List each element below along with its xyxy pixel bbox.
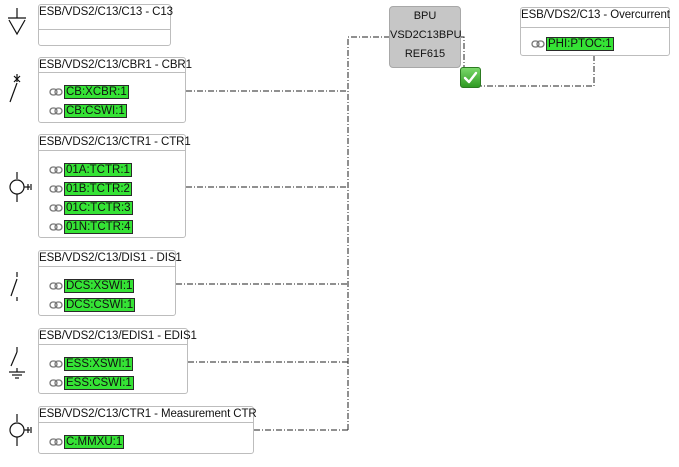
divider xyxy=(39,344,187,345)
ln-tag: CB:CSWI:1 xyxy=(64,103,127,118)
link-icon xyxy=(49,281,63,290)
link-icon xyxy=(49,437,63,446)
link-icon xyxy=(49,378,63,387)
node-title: ESB/VDS2/C13/C13 - C13 xyxy=(39,6,173,18)
checkmark-icon[interactable] xyxy=(460,67,481,88)
link-icon xyxy=(49,222,63,231)
ln-reference[interactable]: DCS:XSWI:1 xyxy=(49,278,135,293)
node-c13[interactable]: ESB/VDS2/C13/C13 - C13 xyxy=(38,4,173,46)
disconnector-icon xyxy=(10,272,18,301)
device-name: VSD2C13BPU xyxy=(390,29,462,41)
checkmark-glyph xyxy=(463,71,478,84)
divider xyxy=(39,422,253,423)
ln-reference[interactable]: CB:XCBR:1 xyxy=(49,84,129,99)
node-measurement-ctr[interactable]: ESB/VDS2/C13/CTR1 - Measurement CTR C:MM… xyxy=(38,406,257,454)
link-icon xyxy=(49,359,63,368)
ln-tag: ESS:CSWI:1 xyxy=(64,375,134,390)
device-model: REF615 xyxy=(404,48,446,60)
ln-tag: 01A:TCTR:1 xyxy=(64,162,132,177)
ln-reference[interactable]: 01C:TCTR:3 xyxy=(49,200,133,215)
ln-tag: PHI:PTOC:1 xyxy=(546,36,614,51)
node-title: ESB/VDS2/C13/EDIS1 - EDIS1 xyxy=(39,330,197,342)
ln-tag: DCS:CSWI:1 xyxy=(64,297,136,312)
bpu-device[interactable]: BPU VSD2C13BPU REF615 xyxy=(389,6,462,68)
ln-reference[interactable]: ESS:CSWI:1 xyxy=(49,375,134,390)
ln-tag: 01N:TCTR:4 xyxy=(64,219,133,234)
divider xyxy=(39,150,185,151)
link-icon xyxy=(49,87,63,96)
divider xyxy=(39,72,185,73)
ln-tag: ESS:XSWI:1 xyxy=(64,356,134,371)
divider xyxy=(39,29,170,30)
node-edis1[interactable]: ESB/VDS2/C13/EDIS1 - EDIS1 ESS:XSWI:1 ES… xyxy=(38,328,197,394)
ln-reference[interactable]: DCS:CSWI:1 xyxy=(49,297,136,312)
ln-tag: 01B:TCTR:2 xyxy=(64,181,132,196)
ln-reference[interactable]: 01A:TCTR:1 xyxy=(49,162,132,177)
ln-tag: C:MMXU:1 xyxy=(64,434,125,449)
ln-reference[interactable]: PHI:PTOC:1 xyxy=(531,36,614,51)
device-type: BPU xyxy=(413,10,437,22)
link-icon xyxy=(531,39,545,48)
node-title: ESB/VDS2/C13/CTR1 - CTR1 xyxy=(39,136,191,148)
ln-tag: 01C:TCTR:3 xyxy=(64,200,133,215)
link-icon xyxy=(49,106,63,115)
measurement-ct-icon xyxy=(9,414,32,446)
ln-reference[interactable]: ESS:XSWI:1 xyxy=(49,356,134,371)
ln-reference[interactable]: C:MMXU:1 xyxy=(49,434,125,449)
ln-reference[interactable]: 01B:TCTR:2 xyxy=(49,181,132,196)
ln-tag: CB:XCBR:1 xyxy=(64,84,129,99)
divider xyxy=(521,27,669,28)
ln-reference[interactable]: 01N:TCTR:4 xyxy=(49,219,133,234)
link-icon xyxy=(49,300,63,309)
divider xyxy=(39,266,175,267)
link-icon xyxy=(49,203,63,212)
link-icon xyxy=(49,184,63,193)
node-title: ESB/VDS2/C13/DIS1 - DIS1 xyxy=(39,252,182,264)
node-title: ESB/VDS2/C13/CBR1 - CBR1 xyxy=(39,59,192,71)
earthing-switch-icon xyxy=(9,347,25,379)
current-transformer-icon xyxy=(9,172,32,202)
breaker-icon xyxy=(9,74,21,103)
ln-tag: DCS:XSWI:1 xyxy=(64,278,135,293)
node-overcurrent[interactable]: ESB/VDS2/C13 - Overcurrent PHI:PTOC:1 xyxy=(520,7,670,56)
ground-icon xyxy=(8,8,26,36)
node-title: ESB/VDS2/C13/CTR1 - Measurement CTR xyxy=(39,408,257,420)
link-icon xyxy=(49,165,63,174)
node-dis1[interactable]: ESB/VDS2/C13/DIS1 - DIS1 DCS:XSWI:1 DCS:… xyxy=(38,250,182,316)
node-cbr1[interactable]: ESB/VDS2/C13/CBR1 - CBR1 CB:XCBR:1 CB:CS… xyxy=(38,57,192,123)
node-ctr1[interactable]: ESB/VDS2/C13/CTR1 - CTR1 01A:TCTR:1 01B:… xyxy=(38,134,191,238)
node-title: ESB/VDS2/C13 - Overcurrent xyxy=(521,9,670,21)
ln-reference[interactable]: CB:CSWI:1 xyxy=(49,103,127,118)
